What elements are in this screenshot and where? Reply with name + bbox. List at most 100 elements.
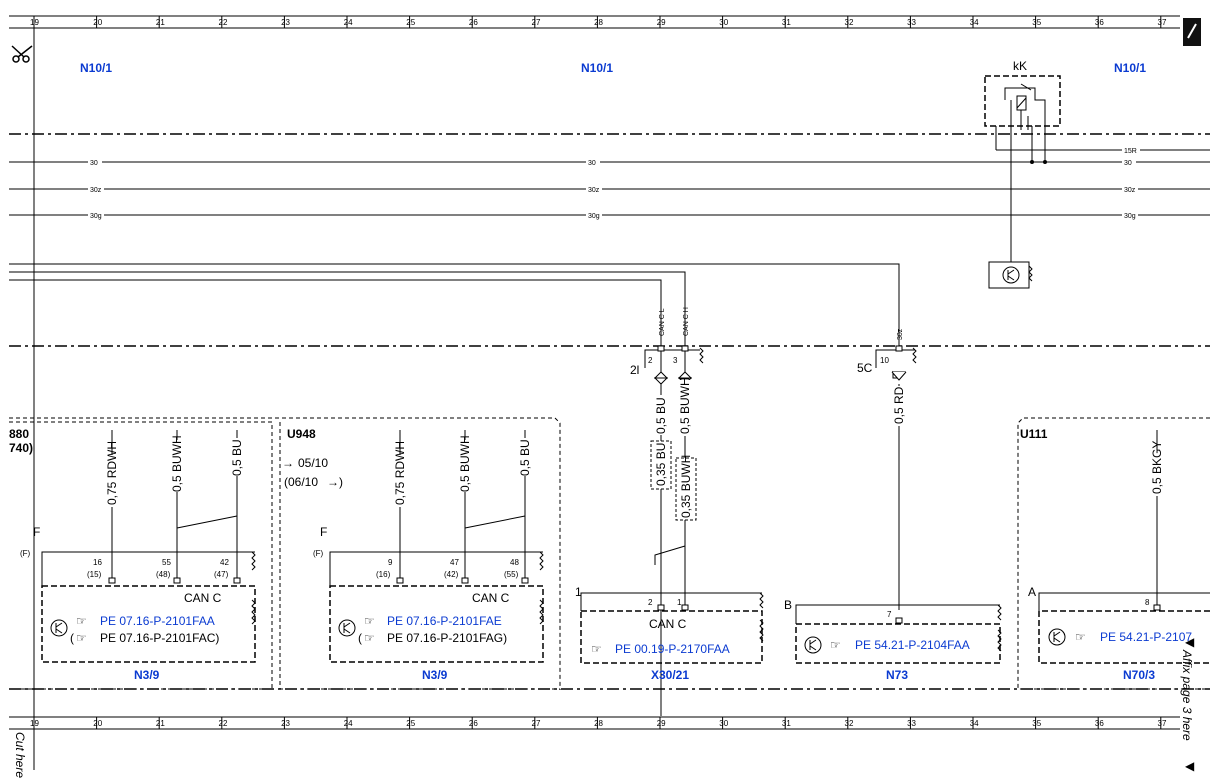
m2-conn-letter: F <box>320 525 327 539</box>
ruler-bottom-number: 34 <box>970 719 979 728</box>
ruler-top-number: 24 <box>344 18 353 27</box>
m1-hand-icon-2: ☞ <box>76 631 87 645</box>
ruler-bottom-number: 30 <box>719 719 728 728</box>
module-x30-21: 1 2 1 CAN C ☞ PE 00.19-P-2170FAA X30/21 <box>575 585 764 682</box>
m2-pin-16: (16) <box>376 570 391 579</box>
wire-can-bottom-buwh: 0,35 BUWH <box>679 455 693 518</box>
m2-arrow-icon-2: →) <box>327 475 343 489</box>
m2-pin-42: (42) <box>444 570 459 579</box>
ruler-top-number: 33 <box>907 18 916 27</box>
m5-ref: N70/3 <box>1123 668 1155 682</box>
m2-hand-icon-2: ☞ <box>364 631 375 645</box>
wire-m1-rdwh: 0,75 RDWH <box>105 441 119 505</box>
pin-3-top: 3 <box>673 356 678 365</box>
ruler-bottom-number: 33 <box>907 719 916 728</box>
m4-ref: N73 <box>886 668 908 682</box>
m2-link-prefix: ( <box>358 631 362 645</box>
m1-conn-letter: F <box>33 525 40 539</box>
m5-hand-icon: ☞ <box>1075 630 1086 644</box>
header-ref-left: N10/1 <box>80 61 112 75</box>
ruler-bottom-number: 23 <box>281 719 290 728</box>
m2-pin-48: 48 <box>510 558 519 567</box>
ruler-bottom-number: 21 <box>156 719 165 728</box>
ruler-bottom-number: 35 <box>1032 719 1041 728</box>
transistor-icon <box>988 261 1033 289</box>
ruler-top-number: 36 <box>1095 18 1104 27</box>
ruler-bottom-number: 25 <box>406 719 415 728</box>
m2-pin-9: 9 <box>388 558 393 567</box>
wire-can-bottom-bu: 0,35 BU <box>654 443 668 486</box>
module-n70-3: U111 0,5 BKGY A 8 ☞ PE 54.21-P-2107 N70/… <box>1017 417 1210 690</box>
m4-hand-icon: ☞ <box>830 638 841 652</box>
connector-5c-label: 5C <box>857 361 873 375</box>
ruler-top-number: 34 <box>970 18 979 27</box>
m1-control-unit-icon <box>50 619 68 637</box>
m2-pin-55: (55) <box>504 570 519 579</box>
ruler-top-number: 29 <box>657 18 666 27</box>
m2-control-unit-icon <box>338 619 356 637</box>
page-corner-marker-icon <box>1183 18 1201 46</box>
bus-label-30g-b: 30g <box>588 213 600 220</box>
ruler-top-number: 27 <box>532 18 541 27</box>
m3-link-1[interactable]: PE 00.19-P-2170FAA <box>615 642 730 656</box>
ruler-top-number: 31 <box>782 18 791 27</box>
scissors-icon <box>11 45 33 63</box>
pin-10-top: 10 <box>880 356 889 365</box>
ruler-top-number: 35 <box>1032 18 1041 27</box>
m3-pin-1: 1 <box>677 598 682 607</box>
m3-ref: X30/21 <box>651 668 689 682</box>
relay-label: kK <box>1013 59 1027 73</box>
ruler-top-number: 30 <box>719 18 728 27</box>
wire-m2-bu: 0,5 BU <box>518 439 532 476</box>
m5-pin-8: 8 <box>1145 598 1150 607</box>
connector-2l-label: 2l <box>630 363 639 377</box>
bus-right-30z: 30z <box>1124 187 1136 194</box>
relay-kk: kK <box>984 59 1061 130</box>
ruler-top-number: 26 <box>469 18 478 27</box>
wire-m2-buwh: 0,5 BUWH <box>458 435 472 492</box>
m1-pin-16: 16 <box>93 558 102 567</box>
affix-arrow-icon-top: ◀ <box>1185 635 1195 649</box>
ruler-bottom-number: 37 <box>1158 719 1167 728</box>
ruler-top-number: 28 <box>594 18 603 27</box>
ruler-top-number: 25 <box>406 18 415 27</box>
m4-conn-letter: B <box>784 598 792 612</box>
module-n3-9-b: U948 → 05/10 (06/10 →) 0,75 RDWH 0,5 BUW… <box>279 422 560 690</box>
ruler-bottom-number: 24 <box>344 719 353 728</box>
can-signal-lines <box>9 263 900 350</box>
m2-link-2[interactable]: PE 07.16-P-2101FAG) <box>387 631 507 645</box>
m2-date-from: 05/10 <box>298 456 328 470</box>
m2-pin-47: 47 <box>450 558 459 567</box>
module-n73: B 7 ☞ PE 54.21-P-2104FAA N73 <box>784 598 1002 682</box>
module-n3-9-a: 880 740) 0,75 RDWH 0,5 BUWH 0,5 BU F (F)… <box>9 417 561 690</box>
m1-link-1[interactable]: PE 07.16-P-2101FAA <box>100 614 215 628</box>
ruler-bottom-number: 26 <box>469 719 478 728</box>
m1-bus: CAN C <box>184 591 222 605</box>
m3-pin-2: 2 <box>648 598 653 607</box>
m1-link-2[interactable]: PE 07.16-P-2101FAC) <box>100 631 219 645</box>
m1-pin-48: (48) <box>156 570 171 579</box>
wire-m1-buwh: 0,5 BUWH <box>170 435 184 492</box>
m1-pin-42: 42 <box>220 558 229 567</box>
m3-conn-letter: 1 <box>575 585 582 599</box>
m5-control-unit-icon <box>1048 628 1066 646</box>
v30z-connector <box>875 345 917 610</box>
affix-arrow-icon-bottom: ◀ <box>1185 759 1195 773</box>
m2-conn-letter-alt: (F) <box>313 549 324 558</box>
m5-conn-letter: A <box>1028 585 1036 599</box>
m2-arrow-icon-1: → <box>282 456 294 470</box>
m5-link-1[interactable]: PE 54.21-P-2107 <box>1100 630 1192 644</box>
cut-here-label: Cut here <box>13 732 27 778</box>
m4-control-unit-icon <box>804 636 822 654</box>
ruler-top-number: 22 <box>219 18 228 27</box>
ruler-top-number: 32 <box>845 18 854 27</box>
m1-hand-icon-1: ☞ <box>76 614 87 628</box>
m2-bus: CAN C <box>472 591 510 605</box>
m4-link-1[interactable]: PE 54.21-P-2104FAA <box>855 638 970 652</box>
m2-link-1[interactable]: PE 07.16-P-2101FAE <box>387 614 502 628</box>
ruler-bottom-number: 27 <box>532 719 541 728</box>
ruler-top-number: 37 <box>1158 18 1167 27</box>
